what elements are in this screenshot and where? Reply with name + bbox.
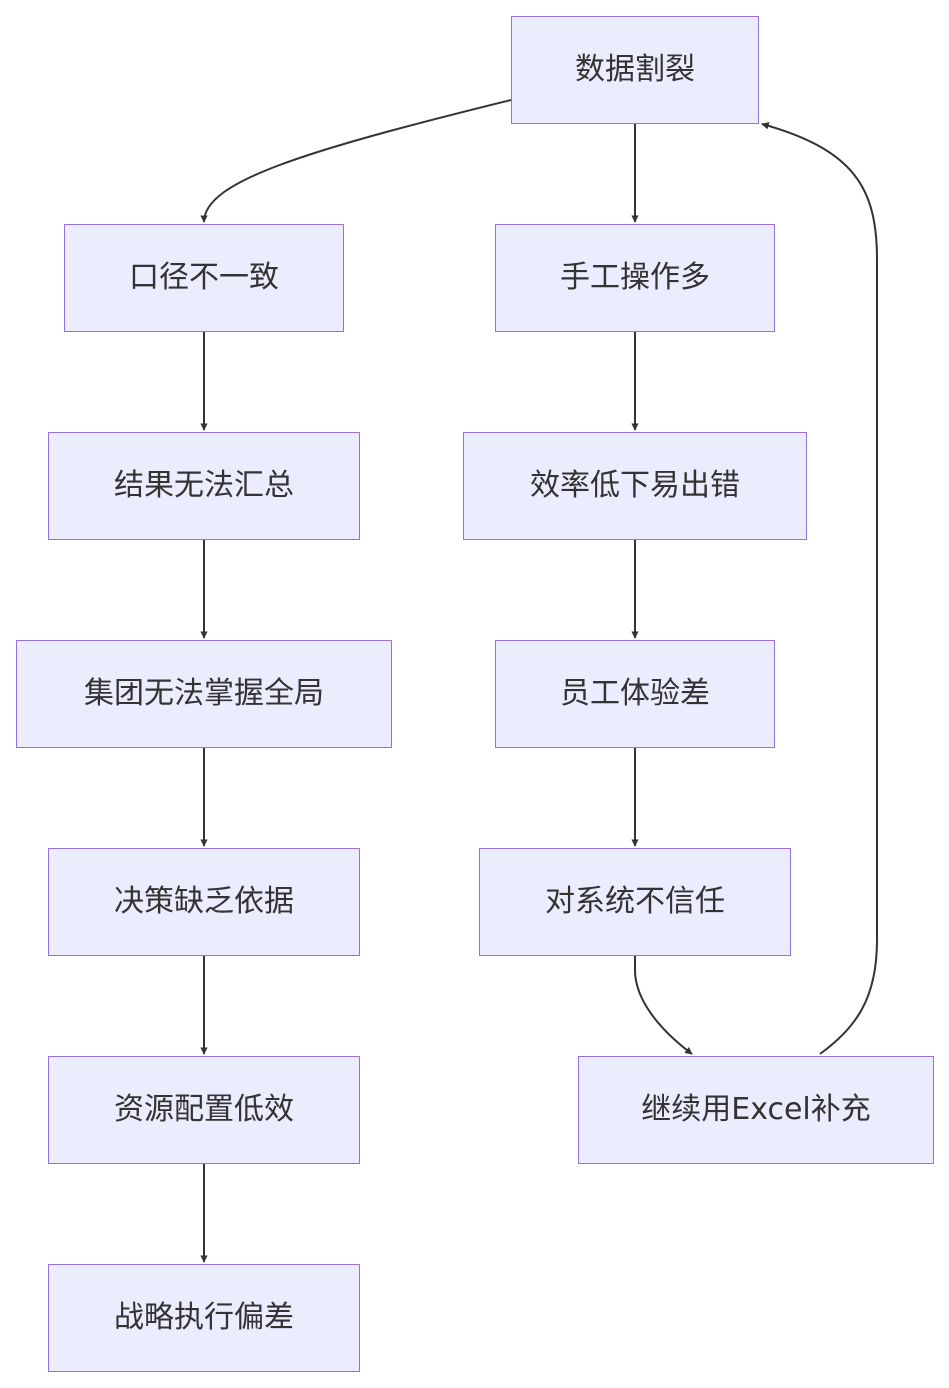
- node-label: 决策缺乏依据: [114, 884, 294, 919]
- node-no-global-view: 集团无法掌握全局: [16, 640, 392, 748]
- node-distrust-system: 对系统不信任: [479, 848, 791, 956]
- node-manual-operations: 手工操作多: [495, 224, 775, 332]
- node-decisions-lack-basis: 决策缺乏依据: [48, 848, 360, 956]
- node-label: 集团无法掌握全局: [84, 676, 324, 711]
- node-inconsistent-metrics: 口径不一致: [64, 224, 344, 332]
- node-continue-excel: 继续用Excel补充: [578, 1056, 934, 1164]
- node-label: 战略执行偏差: [114, 1300, 294, 1335]
- node-label: 口径不一致: [129, 260, 279, 295]
- node-data-fragmentation: 数据割裂: [511, 16, 759, 124]
- node-label: 手工操作多: [560, 260, 710, 295]
- edge-n0-n1: [200, 99, 512, 223]
- node-label: 结果无法汇总: [114, 468, 294, 503]
- node-cannot-aggregate: 结果无法汇总: [48, 432, 360, 540]
- node-strategy-deviation: 战略执行偏差: [48, 1264, 360, 1372]
- node-low-efficiency-errors: 效率低下易出错: [463, 432, 807, 540]
- node-label: 数据割裂: [575, 52, 695, 87]
- edge-n10-n0: [761, 122, 878, 1055]
- edge-n8-n10: [634, 956, 693, 1055]
- node-poor-employee-experience: 员工体验差: [495, 640, 775, 748]
- node-label: 员工体验差: [560, 676, 710, 711]
- node-label: 资源配置低效: [114, 1092, 294, 1127]
- node-label: 继续用Excel补充: [641, 1092, 871, 1127]
- node-inefficient-allocation: 资源配置低效: [48, 1056, 360, 1164]
- node-label: 效率低下易出错: [530, 468, 740, 503]
- node-label: 对系统不信任: [545, 884, 725, 919]
